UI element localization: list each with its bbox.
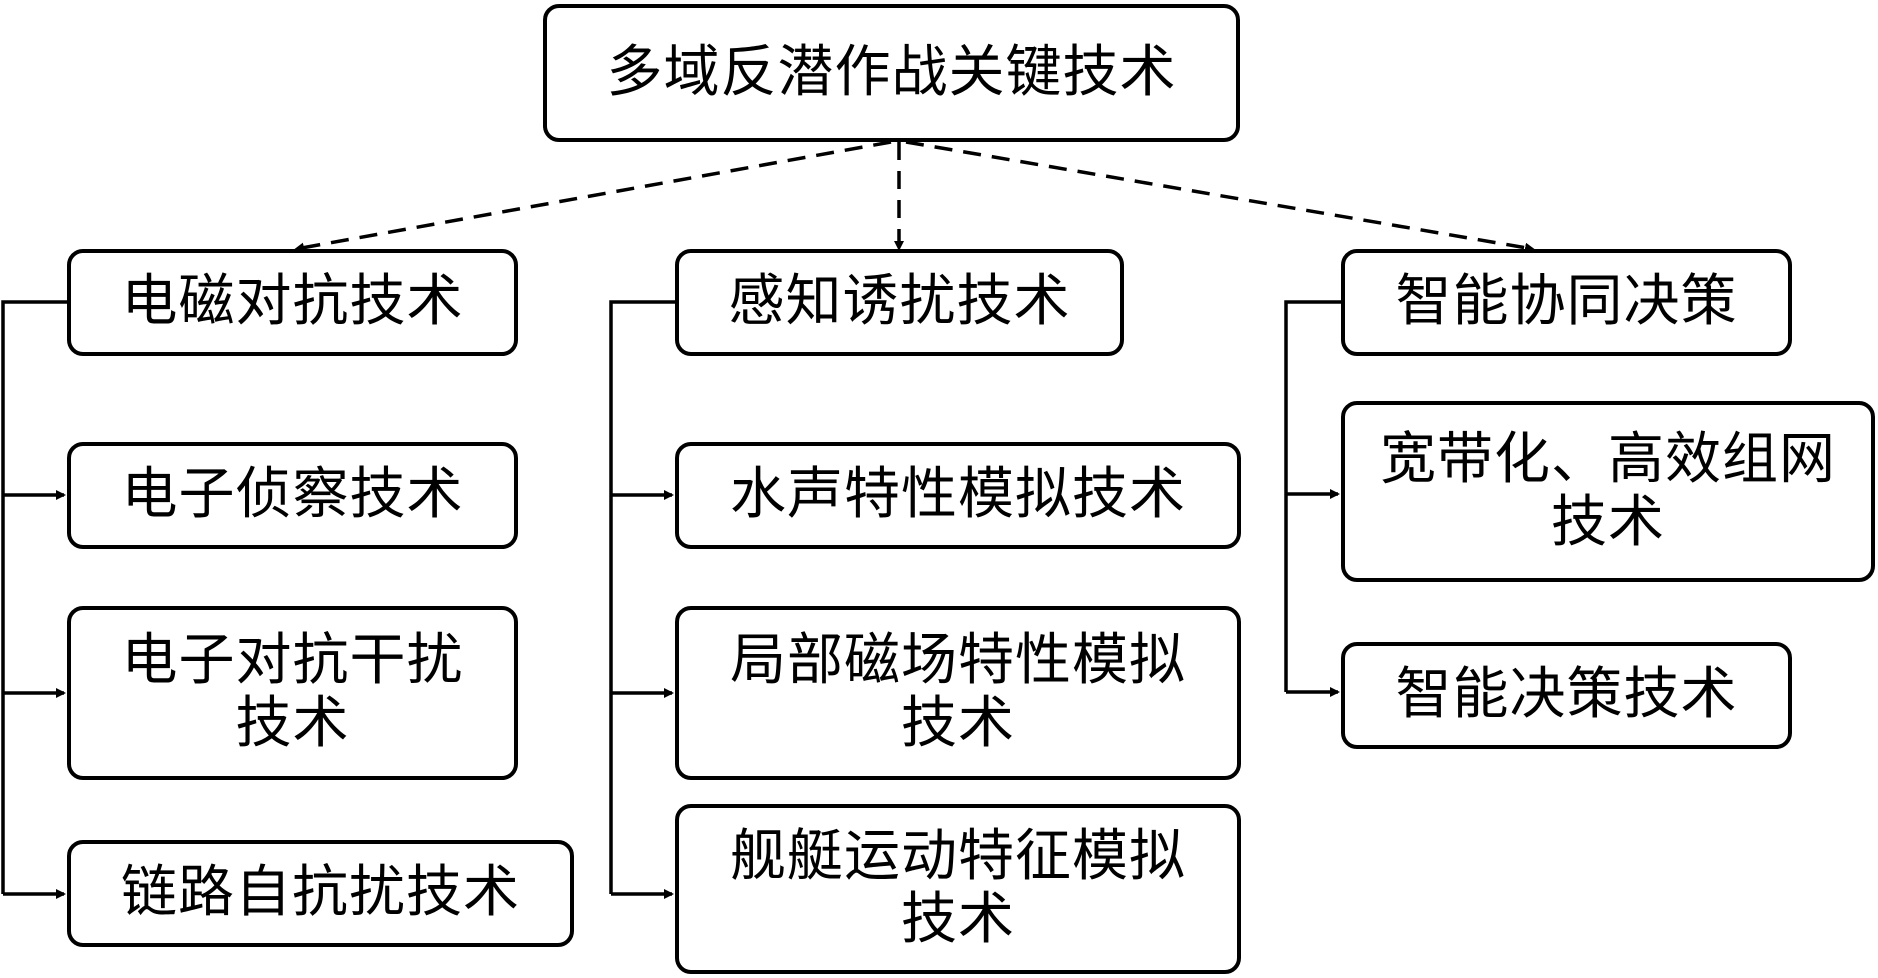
item-label: 电子对抗干扰技术	[121, 628, 464, 756]
item-label: 智能决策技术	[1395, 662, 1738, 728]
bracket-dec	[1284, 300, 1341, 692]
category-node-decision: 智能协同决策	[1341, 249, 1792, 356]
item-node: 水声特性模拟技术	[675, 442, 1241, 549]
item-node: 智能决策技术	[1341, 642, 1792, 749]
root-node: 多域反潜作战关键技术	[543, 4, 1240, 142]
category-node-perception: 感知诱扰技术	[675, 249, 1124, 356]
item-label: 电子侦察技术	[121, 462, 464, 528]
item-node: 舰艇运动特征模拟技术	[675, 804, 1241, 974]
item-label: 局部磁场特性模拟技术	[730, 628, 1186, 756]
item-node: 宽带化、高效组网技术	[1341, 401, 1875, 582]
root-label: 多域反潜作战关键技术	[606, 39, 1177, 105]
item-label: 水声特性模拟技术	[730, 462, 1186, 528]
dashed-arrow-root-to-dec	[905, 140, 1535, 253]
item-node: 电子对抗干扰技术	[67, 606, 518, 780]
category-label: 感知诱扰技术	[728, 269, 1071, 335]
category-label: 电磁对抗技术	[121, 269, 464, 335]
category-node-electromagnetic: 电磁对抗技术	[67, 249, 518, 356]
item-node: 链路自抗扰技术	[67, 840, 574, 947]
item-node: 电子侦察技术	[67, 442, 518, 549]
item-label: 链路自抗扰技术	[121, 860, 520, 926]
bracket-perc	[609, 300, 675, 894]
item-node: 局部磁场特性模拟技术	[675, 606, 1241, 780]
item-label: 舰艇运动特征模拟技术	[730, 824, 1186, 952]
category-label: 智能协同决策	[1395, 269, 1738, 335]
item-label: 宽带化、高效组网技术	[1380, 426, 1836, 555]
bracket-em	[1, 300, 67, 894]
dashed-arrow-root-to-em	[294, 140, 892, 253]
